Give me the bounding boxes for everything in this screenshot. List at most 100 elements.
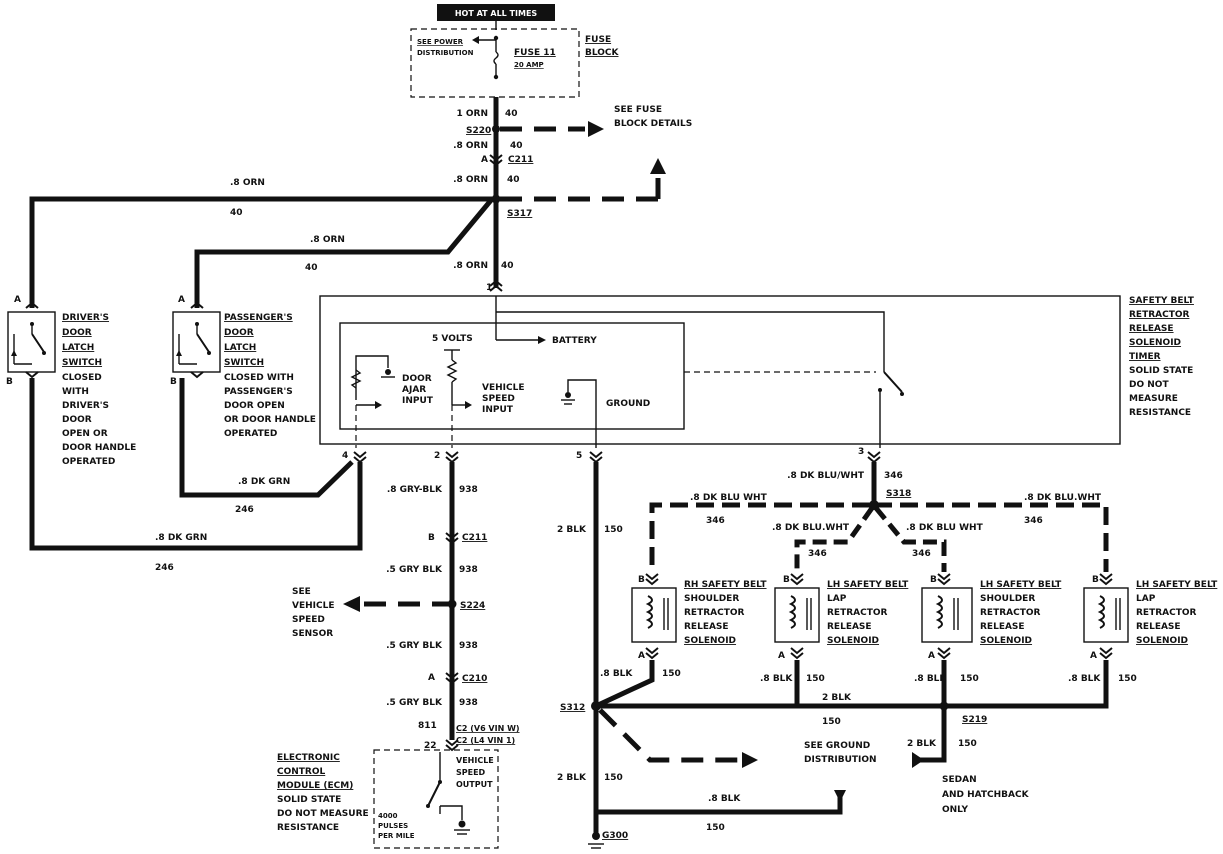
s317-label: S317: [507, 209, 532, 219]
solenoid-coil-icon: [645, 595, 653, 629]
svg-text:.5 GRY BLK: .5 GRY BLK: [386, 565, 443, 575]
svg-text:.8 DK BLU WHT: .8 DK BLU WHT: [690, 493, 768, 503]
c210-label: C210: [462, 674, 487, 684]
s318-label: S318: [886, 489, 911, 499]
hot-at-all-times-banner: [437, 4, 555, 21]
svg-text:22: 22: [424, 741, 437, 751]
svg-text:.8 ORN: .8 ORN: [230, 178, 265, 188]
svg-text:40: 40: [501, 261, 514, 271]
svg-text:LH SAFETY BELT: LH SAFETY BELT: [1136, 580, 1218, 590]
svg-text:40: 40: [230, 208, 243, 218]
svg-text:B: B: [783, 575, 790, 585]
svg-text:.8 BLK: .8 BLK: [600, 669, 633, 679]
hot-at-all-times-label: HOT AT ALL TIMES: [455, 9, 538, 18]
arrow-right-icon: [588, 121, 604, 137]
svg-text:.5 GRY BLK: .5 GRY BLK: [386, 698, 443, 708]
svg-text:3: 3: [858, 447, 864, 457]
svg-text:A: A: [638, 651, 645, 661]
svg-text:B: B: [1092, 575, 1099, 585]
svg-text:938: 938: [459, 698, 478, 708]
svg-text:.8 DK GRN: .8 DK GRN: [155, 533, 207, 543]
svg-text:938: 938: [459, 641, 478, 651]
svg-text:.8 DK GRN: .8 DK GRN: [238, 477, 290, 487]
svg-text:811: 811: [418, 721, 437, 731]
svg-text:B: B: [930, 575, 937, 585]
svg-text:B: B: [6, 377, 13, 387]
arrow-left-icon: [472, 36, 479, 44]
s220-label: S220: [466, 126, 491, 136]
svg-text:246: 246: [235, 505, 254, 515]
svg-text:40: 40: [505, 109, 518, 119]
svg-text:.8 ORN: .8 ORN: [453, 175, 488, 185]
svg-text:40: 40: [507, 175, 520, 185]
svg-text:150: 150: [806, 674, 825, 684]
s312-label: S312: [560, 703, 585, 713]
svg-text:40: 40: [510, 141, 523, 151]
svg-text:A: A: [778, 651, 785, 661]
svg-text:246: 246: [155, 563, 174, 573]
c211-label: C211: [508, 155, 533, 165]
safety-belt-timer-module: [319, 295, 1121, 445]
svg-text:346: 346: [912, 549, 931, 559]
arrow-right-icon: [742, 752, 758, 768]
passenger-door-latch-switch: [172, 311, 221, 373]
svg-text:938: 938: [459, 565, 478, 575]
svg-text:A: A: [178, 295, 185, 305]
g300-label: G300: [602, 831, 628, 841]
switch-contact-icon: [31, 333, 45, 353]
svg-text:.8 ORN: .8 ORN: [453, 141, 488, 151]
svg-text:LH SAFETY BELT: LH SAFETY BELT: [980, 580, 1062, 590]
svg-text:.8 BLK: .8 BLK: [914, 674, 947, 684]
svg-text:346: 346: [808, 549, 827, 559]
fuse-icon: [493, 51, 499, 65]
svg-text:B: B: [428, 533, 435, 543]
svg-text:1 ORN: 1 ORN: [456, 109, 488, 119]
svg-text:346: 346: [884, 471, 903, 481]
svg-text:LH SAFETY BELT: LH SAFETY BELT: [827, 580, 909, 590]
s219-label: S219: [962, 715, 987, 725]
svg-text:.8 DK BLU.WHT: .8 DK BLU.WHT: [1024, 493, 1102, 503]
svg-text:A: A: [1090, 651, 1097, 661]
svg-text:938: 938: [459, 485, 478, 495]
svg-text:.5 GRY BLK: .5 GRY BLK: [386, 641, 443, 651]
svg-text:40: 40: [305, 263, 318, 273]
svg-text:.8 BLK: .8 BLK: [1068, 674, 1101, 684]
c211b-label: C211: [462, 533, 487, 543]
svg-text:2 BLK: 2 BLK: [822, 693, 852, 703]
svg-text:4: 4: [342, 451, 348, 461]
svg-text:A: A: [928, 651, 935, 661]
svg-text:2 BLK: 2 BLK: [557, 773, 587, 783]
svg-text:150: 150: [662, 669, 681, 679]
svg-text:.8 DK BLU/WHT: .8 DK BLU/WHT: [787, 471, 865, 481]
svg-text:346: 346: [706, 516, 725, 526]
svg-text:346: 346: [1024, 516, 1043, 526]
svg-text:150: 150: [1118, 674, 1137, 684]
arrow-left-icon: [343, 596, 360, 612]
svg-text:RH SAFETY BELT: RH SAFETY BELT: [684, 580, 767, 590]
svg-text:BATTERY: BATTERY: [552, 336, 597, 346]
svg-text:B: B: [638, 575, 645, 585]
